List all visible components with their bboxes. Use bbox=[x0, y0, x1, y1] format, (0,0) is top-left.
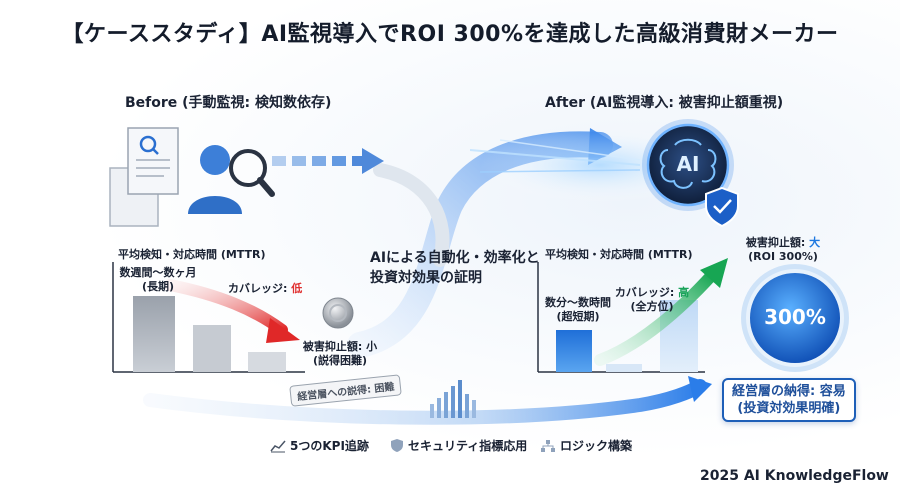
hierarchy-icon bbox=[541, 439, 555, 452]
ai-brain-icon bbox=[642, 119, 734, 211]
line-chart-icon bbox=[270, 440, 286, 452]
footer-security-label: セキュリティ指標応用 bbox=[408, 439, 528, 453]
shield-icon bbox=[391, 439, 403, 452]
before-chart-title: 平均検知・対応時間 (MTTR) bbox=[118, 248, 266, 261]
manual-review-icon bbox=[109, 127, 275, 227]
page-title: 【ケーススタディ】AI監視導入でROI 300%を達成した高級消費財メーカー bbox=[61, 22, 839, 47]
after-coverage-sub: (全方位) bbox=[630, 300, 674, 313]
after-damage-label: 被害抑止額: bbox=[745, 236, 810, 249]
after-coverage: カバレッジ: 高 (全方位) bbox=[612, 286, 692, 314]
middle-caption: AIによる自動化・効率化と 投資対効果の証明 bbox=[370, 248, 540, 288]
before-damage-sub: (説得困難) bbox=[312, 354, 368, 367]
before-damage: 被害抑止額: 小 (説得困難) bbox=[300, 340, 380, 368]
after-heading: After (AI監視導入: 被害抑止額重視) bbox=[545, 95, 784, 111]
before-coverage: カバレッジ: 低 bbox=[228, 280, 302, 296]
before-mttr-sub: (長期) bbox=[141, 280, 175, 293]
before-coverage-label: カバレッジ: bbox=[228, 282, 292, 295]
before-mttr-value: 数週間〜数ヶ月 bbox=[119, 266, 197, 279]
after-damage: 被害抑止額: 大 (ROI 300%) bbox=[738, 236, 828, 264]
after-mttr-value: 数分〜数時間 bbox=[545, 296, 611, 309]
roi-circle bbox=[741, 264, 849, 372]
after-mttr-sub: (超短期) bbox=[556, 310, 600, 323]
after-damage-sub: (ROI 300%) bbox=[748, 250, 818, 263]
footer-kpi-label: 5つのKPI追跡 bbox=[290, 439, 369, 453]
after-mgmt-line2: (投資対効果明確) bbox=[737, 401, 841, 416]
before-coverage-value: 低 bbox=[291, 282, 303, 295]
after-coverage-label: カバレッジ: bbox=[614, 286, 679, 299]
middle-caption-line1: AIによる自動化・効率化と bbox=[370, 250, 540, 266]
after-chart-title: 平均検知・対応時間 (MTTR) bbox=[545, 248, 693, 261]
footer-logic: ロジック構築 bbox=[540, 437, 632, 454]
before-mttr-label: 数週間〜数ヶ月 (長期) bbox=[112, 266, 204, 294]
shield-check-icon bbox=[705, 186, 739, 228]
footer-logic-label: ロジック構築 bbox=[560, 439, 633, 453]
footer-kpi: 5つのKPI追跡 bbox=[270, 437, 369, 454]
dashed-arrow bbox=[272, 148, 384, 174]
after-mttr-label: 数分〜数時間 (超短期) bbox=[540, 296, 616, 324]
after-mgmt-badge: 経営層の納得: 容易 (投資対効果明確) bbox=[722, 378, 856, 422]
before-damage-label: 被害抑止額: 小 bbox=[302, 340, 378, 353]
before-heading: Before (手動監視: 検知数依存) bbox=[125, 95, 332, 111]
after-damage-value: 大 bbox=[809, 236, 821, 249]
footer-security: セキュリティ指標応用 bbox=[390, 437, 527, 454]
ai-label: AI bbox=[676, 152, 700, 176]
middle-caption-line2: 投資対効果の証明 bbox=[370, 270, 482, 286]
after-coverage-value: 高 bbox=[678, 286, 690, 299]
after-mgmt-line1: 経営層の納得: 容易 bbox=[732, 384, 846, 399]
brand-label: 2025 AI KnowledgeFlow bbox=[700, 468, 889, 484]
roi-value: 300% bbox=[764, 305, 826, 329]
